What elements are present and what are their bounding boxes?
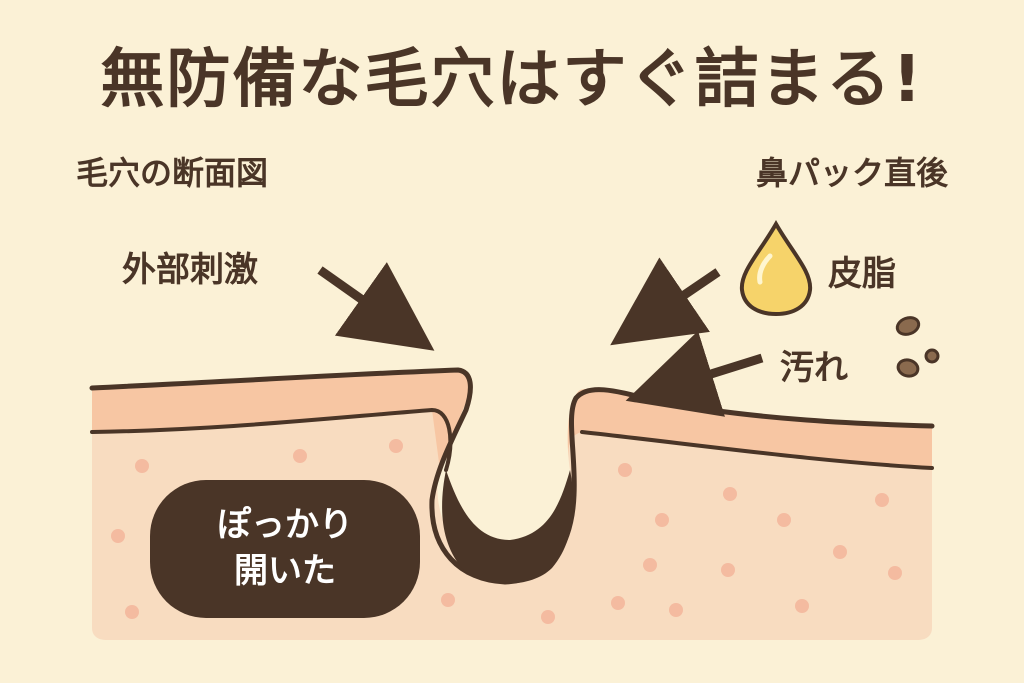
open-pore-callout: ぽっかり 開いた bbox=[150, 480, 420, 618]
dirt-particles-icon bbox=[895, 316, 940, 378]
page-title: 無防備な毛穴はすぐ詰まる! bbox=[100, 43, 924, 117]
callout-line-2: 開いた bbox=[234, 551, 336, 591]
skin-layer-outline bbox=[90, 407, 934, 472]
label-external-stimulus: 外部刺激 bbox=[122, 250, 258, 290]
open-pore bbox=[442, 470, 574, 584]
subtitle-after-nose-pack: 鼻パック直後 bbox=[755, 154, 948, 192]
arrow-dirt bbox=[625, 330, 764, 417]
label-sebum: 皮脂 bbox=[828, 254, 896, 294]
subtitle-cross-section: 毛穴の断面図 bbox=[76, 154, 269, 192]
skin-surface-layer bbox=[92, 370, 470, 470]
sebum-drop-icon bbox=[739, 219, 813, 317]
arrow-external-stimulus bbox=[317, 262, 435, 351]
arrow-sebum bbox=[610, 257, 721, 346]
callout-line-1: ぽっかり bbox=[217, 505, 353, 546]
label-dirt: 汚れ bbox=[780, 348, 848, 388]
